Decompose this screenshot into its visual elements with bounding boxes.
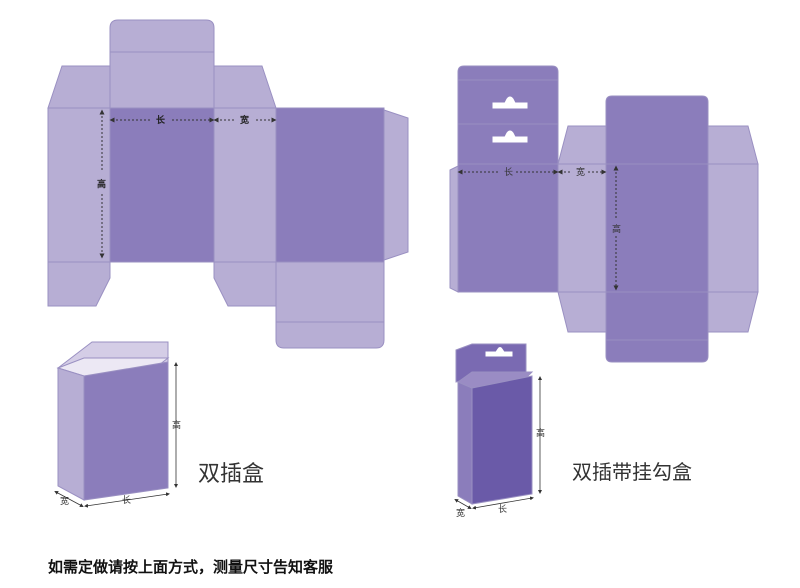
footer-instruction: 如需定做请按上面方式，测量尺寸告知客服 (48, 558, 334, 576)
hanger-box-height-label: 高 (536, 427, 545, 439)
hanger-box-dieline (449, 65, 759, 363)
bottom-dust-flap-right (707, 291, 759, 333)
double-tuck-box-3d (56, 341, 170, 501)
top-dust-flap-left (557, 125, 607, 165)
bottom-dust-flap-middle (213, 261, 277, 307)
box-width-label: 宽 (60, 495, 69, 507)
hanger-box-width-label: 宽 (456, 507, 465, 519)
glue-flap (449, 165, 459, 293)
dimension-arrows (99, 109, 277, 259)
hanger-box-dimension-arrows (454, 376, 542, 510)
hanger-box-length-label: 长 (498, 503, 507, 515)
dim-height-label: 高 (97, 178, 106, 190)
box-front-face (83, 361, 169, 501)
top-dust-flap-right (213, 65, 277, 109)
side-panel-left (557, 163, 607, 293)
bottom-tuck-flap (275, 261, 385, 349)
back-panel (275, 107, 385, 263)
box-front-face (471, 375, 533, 505)
dim-length-label: 长 (156, 114, 166, 126)
dim-width-label: 宽 (239, 114, 249, 126)
back-panel (605, 95, 709, 363)
box-left-face (57, 367, 85, 501)
double-tuck-dieline (47, 19, 409, 349)
front-panel (457, 163, 559, 293)
box-left-face (457, 381, 473, 505)
hang-hole-1 (492, 96, 528, 109)
side-panel-right (707, 163, 759, 293)
top-dust-flap-left (47, 65, 111, 109)
hang-hole-3d (485, 347, 513, 357)
bottom-dust-flap-left (557, 291, 607, 333)
glue-flap (383, 109, 409, 261)
bottom-dust-flap-left (47, 261, 111, 307)
hanger-tab (457, 65, 559, 165)
caption-double-tuck-box: 双插盒 (198, 462, 265, 487)
dim-height-label: 高 (612, 223, 621, 235)
dimension-arrows (457, 165, 619, 291)
hanger-box-3d (455, 343, 534, 505)
caption-double-tuck-hanger-box: 双插带挂勾盒 (572, 460, 692, 484)
side-panel-middle (213, 107, 277, 263)
top-tuck-flap (109, 19, 215, 109)
top-dust-flap-right (707, 125, 759, 165)
dim-length-label: 长 (504, 166, 513, 178)
box-dimension-arrows (54, 362, 178, 508)
dim-width-label: 宽 (576, 166, 585, 178)
front-panel (109, 107, 215, 263)
hang-hole-2 (492, 130, 528, 143)
box-length-label: 长 (122, 494, 131, 506)
box-height-label: 高 (172, 419, 181, 431)
